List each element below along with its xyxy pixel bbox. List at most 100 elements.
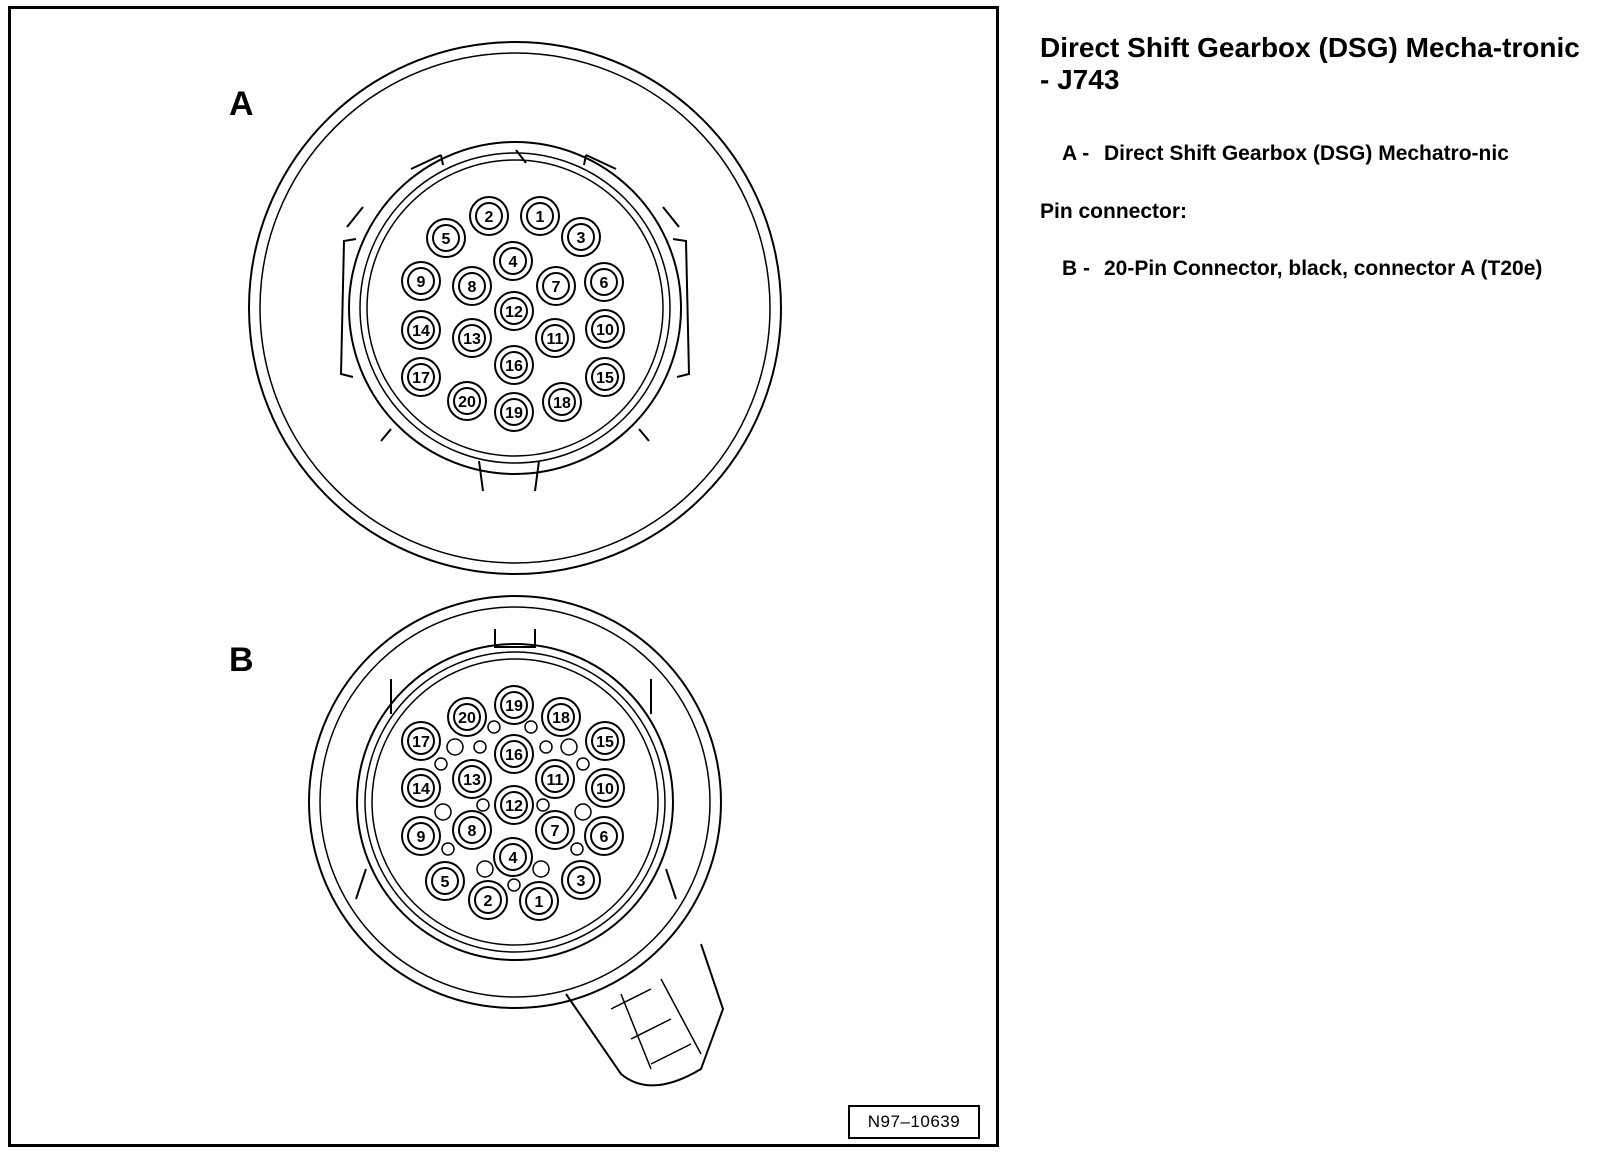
view-b-pin-label: 4 bbox=[509, 850, 518, 867]
view-b-pin-5: 5 bbox=[425, 861, 465, 901]
view-a-pin-10: 10 bbox=[585, 309, 625, 349]
view-a-pin-18: 18 bbox=[542, 382, 582, 422]
empty-cavity bbox=[441, 842, 455, 856]
view-a-socket-ring bbox=[348, 141, 682, 475]
view-a-pin-label: 18 bbox=[553, 395, 571, 412]
empty-cavity bbox=[476, 798, 490, 812]
view-a-pin-14: 14 bbox=[401, 310, 441, 350]
view-b-pin-label: 16 bbox=[505, 747, 523, 764]
view-b-pin-10: 10 bbox=[585, 768, 625, 808]
view-b-socket-ring bbox=[356, 643, 674, 961]
view-a-pin-2: 2 bbox=[469, 196, 509, 236]
legend-item-a: A - Direct Shift Gearbox (DSG) Mechatro-… bbox=[1040, 140, 1592, 168]
empty-cavity bbox=[473, 740, 487, 754]
view-a-pin-label: 20 bbox=[458, 394, 476, 411]
view-b-pin-label: 20 bbox=[458, 710, 476, 727]
view-b-pin-label: 7 bbox=[551, 823, 560, 840]
legend-text-b: 20-Pin Connector, black, connector A (T2… bbox=[1104, 257, 1543, 280]
view-b-empty-cavities bbox=[434, 720, 592, 892]
view-b-pin-17: 17 bbox=[401, 721, 441, 761]
empty-cavity bbox=[539, 740, 553, 754]
legend-text-a: Direct Shift Gearbox (DSG) Mechatro-nic bbox=[1104, 142, 1509, 165]
view-b-pin-18: 18 bbox=[541, 697, 581, 737]
view-a-outer-rim bbox=[248, 41, 782, 575]
view-b-pin-label: 14 bbox=[412, 781, 430, 798]
view-a-pin-label: 2 bbox=[485, 209, 494, 226]
empty-cavity bbox=[434, 803, 452, 821]
view-b-pin-15: 15 bbox=[585, 721, 625, 761]
view-b-pin-label: 12 bbox=[505, 798, 523, 815]
view-b-pin-label: 8 bbox=[468, 823, 477, 840]
view-a-pin-label: 10 bbox=[596, 322, 614, 339]
view-a-pin-16: 16 bbox=[494, 345, 534, 385]
empty-cavity bbox=[446, 738, 464, 756]
view-a-pin-label: 13 bbox=[463, 331, 481, 348]
view-a-pin-label: 7 bbox=[552, 279, 561, 296]
view-b-pin-3: 3 bbox=[561, 860, 601, 900]
empty-cavity bbox=[434, 757, 448, 771]
view-b-pin-8: 8 bbox=[452, 810, 492, 850]
view-a-pin-9: 9 bbox=[401, 261, 441, 301]
view-b-pin-20: 20 bbox=[447, 697, 487, 737]
view-a-pin-1: 1 bbox=[520, 196, 560, 236]
section-heading: Pin connector: bbox=[1040, 200, 1188, 223]
view-a-pin-label: 19 bbox=[505, 405, 523, 422]
view-b-pin-label: 17 bbox=[412, 734, 430, 751]
view-a-outer-rim-inner bbox=[259, 52, 771, 564]
view-b-letter: B bbox=[229, 641, 254, 679]
empty-cavity bbox=[487, 720, 501, 734]
view-a-pin-label: 12 bbox=[505, 304, 523, 321]
view-a-pin-4: 4 bbox=[493, 241, 533, 281]
view-a-pin-label: 3 bbox=[577, 230, 586, 247]
view-a-pin-label: 1 bbox=[536, 209, 545, 226]
view-a-pin-label: 17 bbox=[412, 370, 430, 387]
view-a-pin-19: 19 bbox=[494, 392, 534, 432]
view-b-pin-label: 3 bbox=[577, 873, 586, 890]
view-a-pin-label: 8 bbox=[468, 279, 477, 296]
view-b-pin-14: 14 bbox=[401, 768, 441, 808]
view-b-pin-label: 1 bbox=[535, 894, 544, 911]
empty-cavity bbox=[532, 860, 550, 878]
view-b-pin-2: 2 bbox=[468, 880, 508, 920]
view-a-pin-5: 5 bbox=[426, 218, 466, 258]
figure-code: N97–10639 bbox=[848, 1105, 980, 1139]
view-b-pin-label: 15 bbox=[596, 734, 614, 751]
view-b-pin-label: 11 bbox=[547, 772, 564, 789]
page-title: Direct Shift Gearbox (DSG) Mecha-tronic … bbox=[1040, 32, 1580, 95]
view-a-pin-20: 20 bbox=[447, 381, 487, 421]
view-a-pin-15: 15 bbox=[585, 357, 625, 397]
view-b-pin-7: 7 bbox=[535, 810, 575, 850]
legend-item-b: B - 20-Pin Connector, black, connector A… bbox=[1040, 255, 1592, 283]
view-b-pin-label: 10 bbox=[596, 781, 614, 798]
legend-key-b: B - bbox=[1062, 257, 1090, 280]
view-b-pin-1: 1 bbox=[519, 881, 559, 921]
empty-cavity bbox=[476, 860, 494, 878]
view-a-pin-8: 8 bbox=[452, 266, 492, 306]
view-a-pin-label: 5 bbox=[442, 231, 451, 248]
view-b-outer-rim bbox=[308, 595, 722, 1009]
view-a-pin-label: 11 bbox=[547, 331, 564, 348]
view-b-latch bbox=[494, 629, 536, 648]
view-b-pin-9: 9 bbox=[401, 816, 441, 856]
view-b-pin-12: 12 bbox=[494, 785, 534, 825]
view-a-pin-label: 14 bbox=[412, 323, 430, 340]
view-a-pin-7: 7 bbox=[536, 266, 576, 306]
empty-cavity bbox=[570, 842, 584, 856]
empty-cavity bbox=[536, 798, 550, 812]
view-b-pin-label: 9 bbox=[417, 829, 426, 846]
view-b-pin-label: 6 bbox=[600, 829, 609, 846]
view-a-pin-label: 15 bbox=[596, 370, 614, 387]
view-a-pin-label: 6 bbox=[600, 275, 609, 292]
view-b-cable-tail bbox=[565, 943, 725, 1087]
view-a-socket-inner bbox=[359, 152, 671, 464]
legend-panel: Direct Shift Gearbox (DSG) Mecha-tronic … bbox=[1040, 32, 1592, 283]
view-a-pin-label: 4 bbox=[509, 254, 518, 271]
view-a-pin-label: 9 bbox=[417, 274, 426, 291]
view-a-pin-3: 3 bbox=[561, 217, 601, 257]
empty-cavity bbox=[524, 720, 538, 734]
legend-key-a: A - bbox=[1062, 142, 1090, 165]
